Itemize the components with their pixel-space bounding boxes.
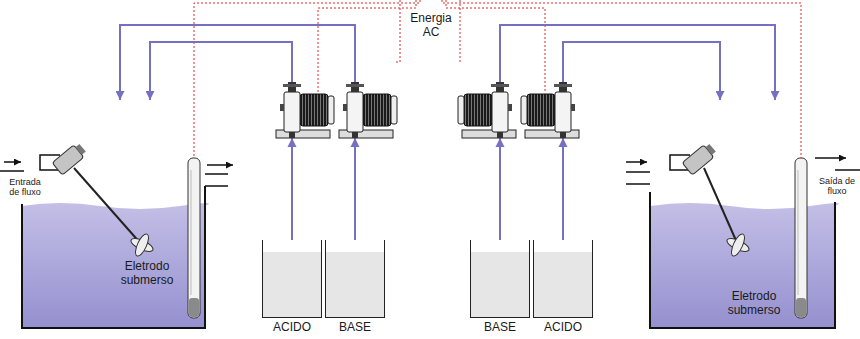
flow-arrow — [626, 161, 647, 163]
chemical-container: ACIDO — [262, 240, 322, 318]
chemical-container: ACIDO — [533, 240, 593, 318]
dosing-pump — [276, 82, 334, 138]
dosing-pump — [521, 82, 579, 138]
inlet-pipe — [0, 170, 24, 172]
electrode-label: Eletrodo submerso — [718, 290, 790, 318]
dosing-line — [150, 42, 292, 240]
tank-wall — [22, 186, 205, 328]
pump-inlet-arrow — [559, 138, 568, 147]
power-wires — [194, 0, 801, 158]
flow-arrow — [4, 161, 21, 163]
pump-inlet-arrow — [496, 138, 505, 147]
outlet-pipe — [205, 174, 228, 186]
container-label: ACIDO — [524, 321, 602, 335]
impeller — [725, 232, 751, 258]
pump-inlet-arrow — [351, 138, 360, 147]
flow-label: Saída de fluxo — [815, 176, 859, 197]
mixer-motor — [682, 142, 718, 175]
power-label: Energia AC — [401, 12, 461, 40]
electrode — [188, 158, 200, 318]
tank-water — [650, 203, 839, 328]
electrode-label: Eletrodo submerso — [111, 260, 183, 288]
treatment-tank: Eletrodo submerso — [22, 100, 205, 328]
dosing-line — [563, 42, 720, 240]
mixer-motor — [52, 142, 88, 175]
flow-label: Entrada de fluxo — [3, 177, 47, 198]
mixer-shaft — [704, 168, 738, 245]
dosing-line — [500, 25, 775, 240]
container-label: ACIDO — [253, 321, 331, 335]
impeller — [129, 232, 155, 258]
mixer-shaft — [74, 168, 142, 245]
container-label: BASE — [461, 321, 539, 335]
dosing-pump — [339, 82, 397, 138]
tank-water — [22, 203, 209, 328]
chemical-container: BASE — [470, 240, 530, 318]
electrode — [795, 158, 807, 318]
flow-arrow — [815, 157, 846, 159]
outlet-pipe — [835, 169, 860, 171]
treatment-tank: Eletrodo submerso — [650, 100, 835, 328]
container-label: BASE — [316, 321, 394, 335]
dosing-line — [120, 25, 355, 240]
inlet-pipe — [626, 172, 650, 184]
dosing-pump — [458, 82, 516, 138]
chemical-container: BASE — [325, 240, 385, 318]
pump-inlet-arrow — [288, 138, 297, 147]
flow-arrow — [207, 164, 233, 166]
